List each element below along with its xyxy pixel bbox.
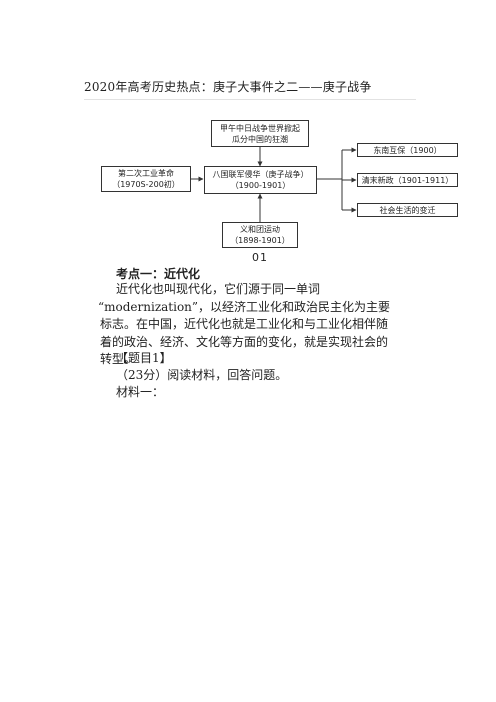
diagram-box-center: 八国联军侵华（庚子战争） （1900-1901） <box>204 166 317 194</box>
paragraph-line: 着的政治、经济、文化等方面的变化，就是实现社会的 <box>100 334 389 349</box>
box-right-3-label: 社会生活的变迁 <box>379 205 436 215</box>
diagram-box-bottom: 义和团运动 （1898-1901） <box>222 222 298 248</box>
paragraph-line: 近代化也叫现代化，它们源于同一单词 <box>116 282 321 296</box>
question-description: （23分）阅读材料，回答问题。 <box>116 368 288 382</box>
box-top-line2: 瓜分中国的狂潮 <box>232 134 288 144</box>
document-title: 2020年高考历史热点：庚子大事件之二——庚子战争 <box>84 80 372 94</box>
diagram-box-right-1: 东南互保（1900） <box>357 143 458 157</box>
box-center-line1: 八国联军侵华（庚子战争） <box>212 170 309 179</box>
diagram-box-top: 甲午中日战争世界掀起 瓜分中国的狂潮 <box>211 120 309 147</box>
definition-paragraph: 近代化也叫现代化，它们源于同一单词 “modernization”，以经济工业化… <box>98 281 400 369</box>
paragraph-line: 标志。在中国，近代化也就是工业化和与工业化相伴随 <box>100 317 389 331</box>
flow-diagram <box>191 147 357 222</box>
figure-number: 01 <box>252 251 268 264</box>
title-divider <box>84 99 416 100</box>
box-left-line2: （1970S-200初） <box>112 180 180 189</box>
paragraph-line: “modernization”，以经济工业化和政治民主化为主要 <box>98 299 391 314</box>
question-title: 【题目1】 <box>116 351 172 365</box>
diagram-box-left: 第二次工业革命 （1970S-200初） <box>101 166 191 192</box>
box-right-2-label: 清末新政（1901-1911） <box>361 175 454 185</box>
box-bottom-line2: （1898-1901） <box>230 236 290 245</box>
box-center-line2: （1900-1901） <box>230 181 291 190</box>
diagram-box-right-2: 清末新政（1901-1911） <box>357 173 458 187</box>
material-label: 材料一： <box>116 385 165 399</box>
paragraph-line: 转型。 <box>100 352 137 366</box>
box-right-1-label: 东南互保（1900） <box>373 145 442 155</box>
box-bottom-line1: 义和团运动 <box>240 225 280 234</box>
diagram-box-right-3: 社会生活的变迁 <box>357 203 458 217</box>
section-heading: 考点一：近代化 <box>116 267 201 281</box>
box-left-line1: 第二次工业革命 <box>118 169 174 178</box>
box-top-line1: 甲午中日战争世界掀起 <box>220 123 300 133</box>
